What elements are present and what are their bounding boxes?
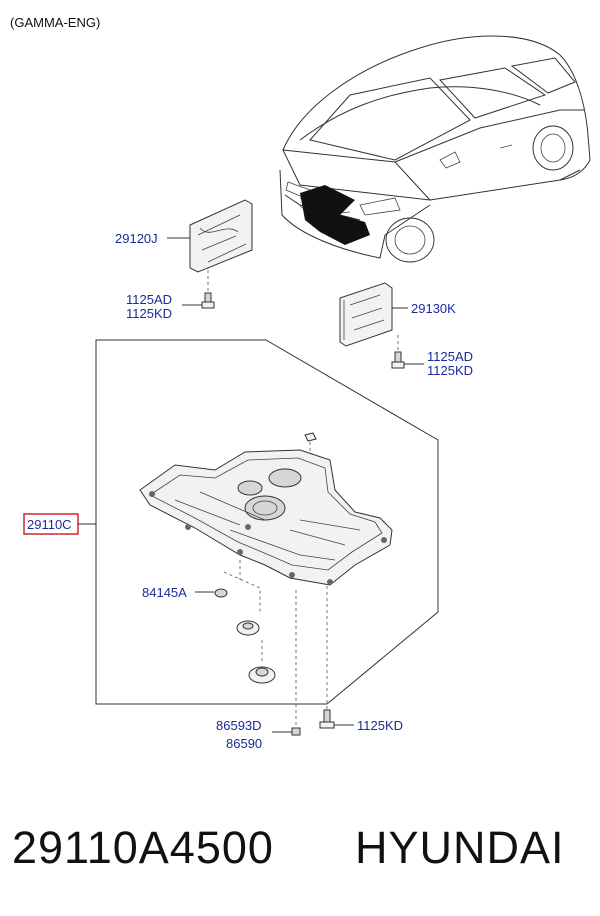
label-29110c: 29110C [27, 517, 72, 532]
label-bottom-1125kd: 1125KD [357, 718, 403, 733]
label-86590: 86590 [226, 736, 262, 751]
right-bolt [391, 335, 405, 369]
bottom-bolt [319, 709, 335, 729]
right-cover-part [339, 282, 393, 347]
footer-part-number: 29110A4500 [12, 822, 274, 873]
label-left-1125ad: 1125AD [126, 292, 172, 307]
lower-clip-1 [236, 620, 260, 636]
assembly-boundary [95, 339, 439, 705]
label-29120j: 29120J [115, 231, 158, 246]
label-29130k: 29130K [411, 301, 456, 316]
label-86593d: 86593D [216, 718, 262, 733]
under-cover-part [139, 449, 393, 586]
engine-note: (GAMMA-ENG) [10, 15, 100, 30]
left-bolt [201, 270, 215, 309]
label-right-1125kd: 1125KD [427, 363, 473, 378]
car-illustration [279, 35, 591, 263]
left-cover-part [189, 199, 253, 273]
label-left-1125kd: 1125KD [126, 306, 172, 321]
footer-brand: HYUNDAI [355, 822, 565, 873]
lower-clip-2 [248, 666, 276, 684]
nut-part [291, 727, 301, 736]
clip-part [214, 588, 228, 598]
label-right-1125ad: 1125AD [427, 349, 473, 364]
label-84145a: 84145A [142, 585, 187, 600]
reference-tab [304, 432, 317, 442]
